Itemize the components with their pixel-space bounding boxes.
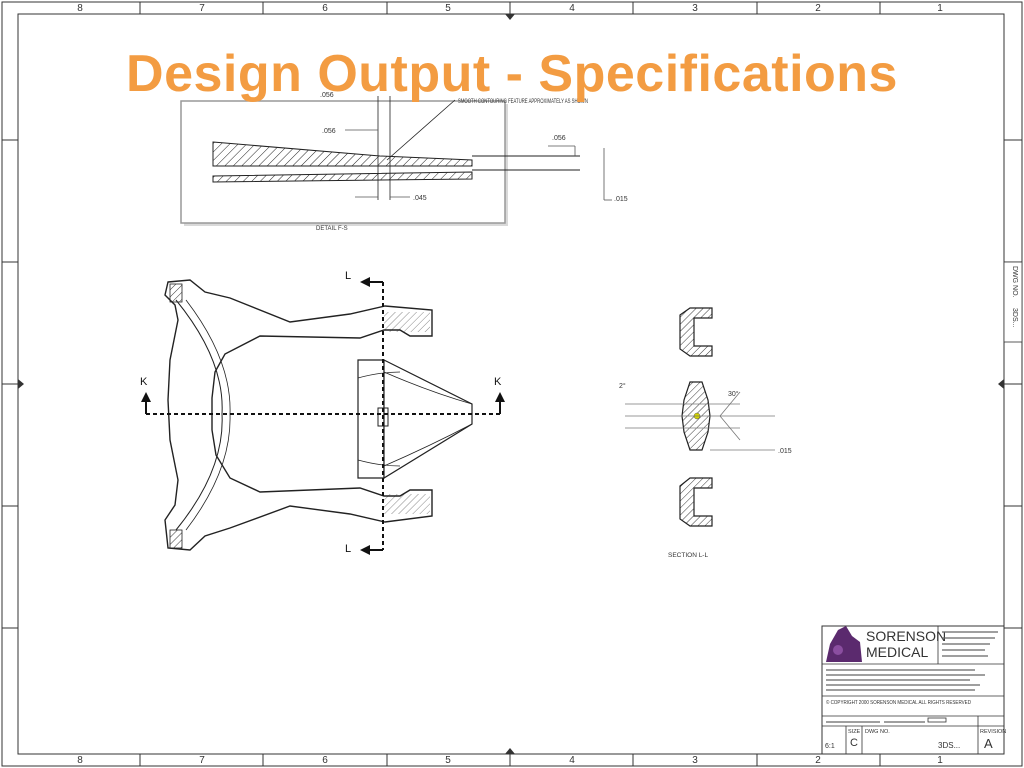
revision-label: REVISION <box>980 729 1006 735</box>
size-value: C <box>850 737 858 749</box>
detail-dim-right: .056 <box>552 135 566 142</box>
zone-top-7: 7 <box>199 3 205 14</box>
label-k-right: K <box>494 376 502 388</box>
part-outline <box>164 279 433 551</box>
zone-top-4: 4 <box>569 3 575 14</box>
title-block-fine-print <box>826 631 998 723</box>
center-mark-left <box>18 379 24 389</box>
detail-label: DETAIL F-S <box>316 226 348 232</box>
zone-bottom-1: 1 <box>937 755 943 766</box>
zone-top-2: 2 <box>815 3 821 14</box>
center-mark-bottom <box>505 748 515 754</box>
detail-dim-bottom: .045 <box>413 195 427 202</box>
section-angle-dim: 30° <box>728 390 739 398</box>
zone-bottom-3: 3 <box>692 755 698 766</box>
company-name-line1: SORENSON <box>866 628 946 644</box>
section-view: 30° 2° .015 SECTION L-L <box>619 307 792 559</box>
detail-lower-section <box>212 171 473 183</box>
section-width-dim: .015 <box>778 448 792 455</box>
section-label: SECTION L-L <box>668 552 708 559</box>
detail-dim-top: .056 <box>320 92 334 99</box>
scale-value: 6:1 <box>825 743 835 750</box>
zone-bottom-5: 5 <box>445 755 451 766</box>
zone-top-5: 5 <box>445 3 451 14</box>
revision-value: A <box>984 736 993 751</box>
company-name-line2: MEDICAL <box>866 644 928 660</box>
detail-view: .056 .056 .056 .045 .015 SMOOTH CONTOURI… <box>180 92 628 232</box>
zone-bottom-6: 6 <box>322 755 328 766</box>
side-dwg-label: DWG NO. <box>1011 266 1018 298</box>
detail-dim-left: .056 <box>322 128 336 135</box>
zone-top-8: 8 <box>77 3 83 14</box>
section-upper-profile <box>679 307 713 357</box>
center-mark-top <box>505 14 515 20</box>
title-block: SORENSON MEDICAL © COPYRIGHT 2000 SORENS… <box>821 625 1006 755</box>
section-lower-profile <box>679 477 713 527</box>
label-l-bottom: L <box>345 543 351 555</box>
detail-dim-side: .015 <box>614 196 628 203</box>
zone-bottom-2: 2 <box>815 755 821 766</box>
zone-bottom-4: 4 <box>569 755 575 766</box>
label-l-top: L <box>345 270 351 282</box>
label-k-left: K <box>140 376 148 388</box>
size-label: SIZE <box>848 729 861 735</box>
center-mark-right <box>998 379 1004 389</box>
zone-bottom-8: 8 <box>77 755 83 766</box>
side-dwg-strip: DWG NO. 3DS... <box>1003 261 1023 343</box>
dwg-no-label: DWG NO. <box>865 729 890 735</box>
zone-top-6: 6 <box>322 3 328 14</box>
zone-top-1: 1 <box>937 3 943 14</box>
zone-top-3: 3 <box>692 3 698 14</box>
zone-bottom-7: 7 <box>199 755 205 766</box>
detail-upper-section <box>212 141 473 167</box>
main-part-view: K K L L <box>140 270 505 555</box>
side-dwg-value: 3DS... <box>1011 308 1018 328</box>
section-small-dim: 2° <box>619 382 626 390</box>
copyright-notice: © COPYRIGHT 2000 SORENSON MEDICAL ALL RI… <box>826 699 971 706</box>
slide-title: Design Output - Specifications <box>126 45 898 103</box>
dwg-no-value: 3DS... <box>938 741 960 750</box>
detail-note: SMOOTH CONTOURING FEATURE APPROXIMATELY … <box>458 99 588 105</box>
